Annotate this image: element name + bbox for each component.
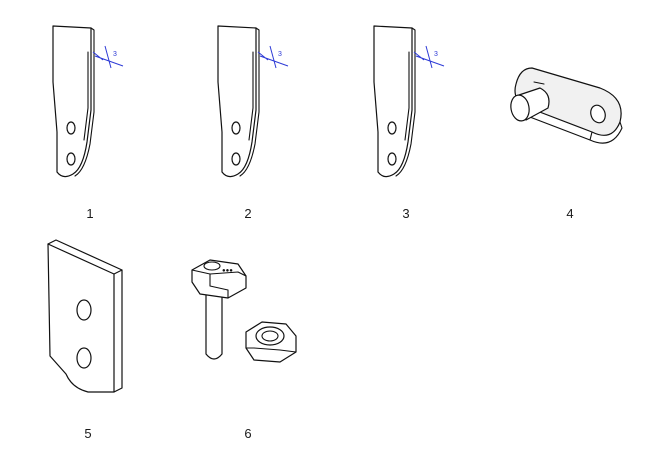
part-4-label: 4 <box>550 206 590 221</box>
part-3-label: 3 <box>386 206 426 221</box>
svg-text:●●●: ●●● <box>222 268 233 274</box>
part-6-drawing: ●●● <box>188 254 308 384</box>
part-1-label: 1 <box>70 206 110 221</box>
part-1-drawing: 3 <box>45 22 135 182</box>
part-6-label: 6 <box>228 426 268 441</box>
part-2-drawing: 3 <box>210 22 300 182</box>
part-5-label: 5 <box>68 426 108 441</box>
svg-text:3: 3 <box>434 51 438 58</box>
part-4-drawing <box>500 58 630 158</box>
svg-text:3: 3 <box>113 51 117 58</box>
svg-text:3: 3 <box>278 51 282 58</box>
part-3-drawing: 3 <box>366 22 456 182</box>
part-2-label: 2 <box>228 206 268 221</box>
part-5-drawing <box>42 236 132 396</box>
